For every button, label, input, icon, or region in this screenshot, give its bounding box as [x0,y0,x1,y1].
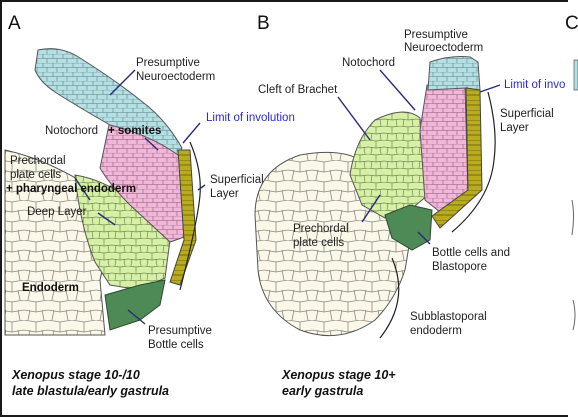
a-label-deep-layer: Deep Layer [27,206,87,218]
panel-b-superficial-brace [451,91,496,233]
a-label-prechordal-2: plate cells [10,169,61,181]
b-label-limit: Limit of invo [504,79,565,91]
b-caption-1: Xenopus stage 10+ [281,368,396,382]
a-label-neuro-2: Neuroectoderm [136,71,215,83]
a-caption-2: late blastula/early gastrula [12,384,169,398]
panel-a-letter: A [8,13,21,34]
b-label-prechordal-1: Prechordal [293,223,349,235]
panel-a-bottle-cells [104,279,166,331]
a-label-bottle-1: Presumptive [148,325,212,337]
a-label-superficial-1: Superficial [210,174,264,186]
b-label-neuro-1: Presumptive [404,29,468,41]
panel-b-superficial-layer [431,87,483,229]
b-caption-2: early gastrula [282,384,363,398]
a-label-notochord: Notochord [45,125,98,137]
a-label-prechordal-1: Prechordal [10,155,66,167]
panel-b-subblasto-brace [379,257,400,339]
b-label-superficial-1: Superficial [500,108,554,120]
panel-c-letter: C [565,13,578,34]
panel-b-bottle-cells [384,204,433,251]
a-label-neuro-1: Presumptive [136,57,200,69]
b-label-subblasto-2: endoderm [410,325,462,337]
panel-a-superficial-brace [179,141,201,291]
panel-a-pointers [74,69,206,325]
a-label-somites: + somites [108,125,161,137]
left-border [0,0,2,417]
a-label-superficial-2: Layer [210,188,239,200]
a-caption-1: Xenopus stage 10-/10 [11,368,140,382]
a-label-limit: Limit of involution [206,112,295,124]
panel-c: C [565,0,578,417]
b-label-bottle-1: Bottle cells and [432,247,510,259]
b-label-subblasto-1: Subblastoporal [410,311,487,323]
a-label-pharyngeal: + pharyngeal endoderm [6,183,136,195]
panel-c-fragment-neuro [573,59,578,91]
panel-b-letter: B [257,13,270,34]
b-label-prechordal-2: plate cells [293,237,344,249]
panel-c-fragment-outline-2 [572,299,576,331]
panel-b-notochord-region [419,84,469,213]
b-label-bottle-2: Blastopore [432,261,487,273]
b-label-cleft: Cleft of Brachet [258,84,338,96]
a-label-endoderm: Endoderm [22,282,79,294]
panel-a-prechordal-region [74,174,171,291]
bottom-border [0,415,578,417]
b-label-superficial-2: Layer [500,122,529,134]
panel-a: A [4,13,295,398]
panel-b-pointers [337,69,501,245]
panel-b: B Presumptiv [254,13,565,398]
panel-c-fragment-outline [571,199,574,236]
panel-b-neuroectoderm-region [427,56,481,91]
a-label-bottle-2: Bottle cells [148,339,204,351]
b-label-neuro-2: Neuroectoderm [404,42,483,54]
b-label-notochord: Notochord [342,57,395,69]
top-border [0,0,578,2]
